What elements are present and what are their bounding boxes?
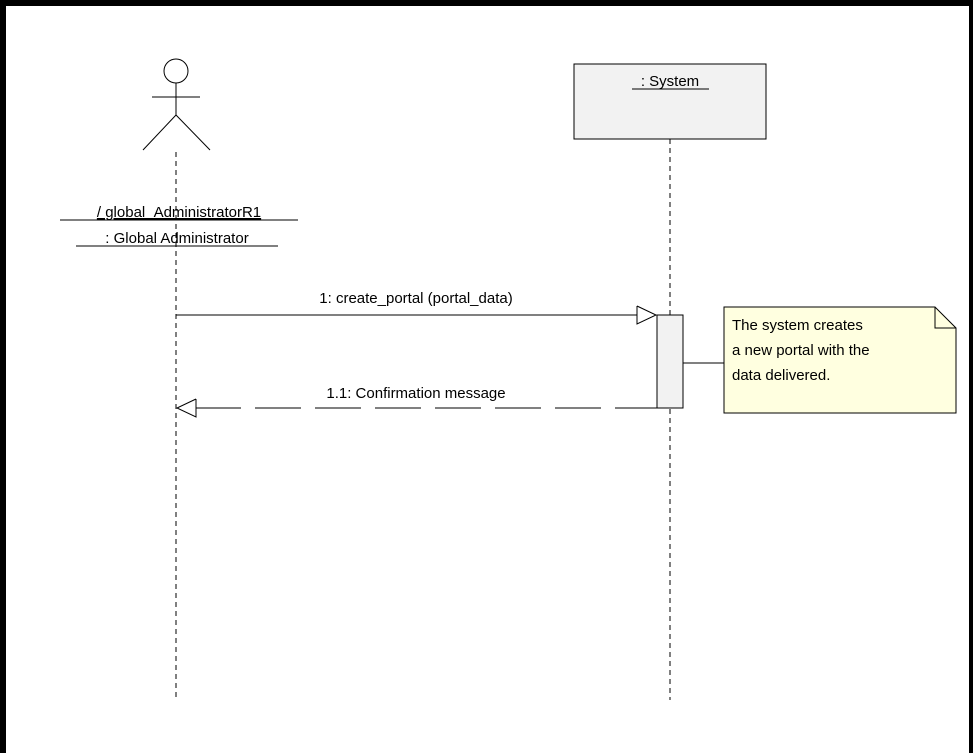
system-object-box [573,63,767,140]
note-line-3: data delivered. [732,367,830,384]
system-object-name: : System [641,73,699,90]
message-2-arrowhead [175,398,197,418]
message-1-label: 1: create_portal (portal_data) [319,290,512,307]
actor-role-name: / global_AdministratorR1 [97,204,261,221]
message-1-arrowhead [636,305,658,325]
activation-bar [656,314,684,409]
note-shape [723,306,957,414]
note-line-1: The system creates [732,317,863,334]
actor-class-name: : Global Administrator [105,230,248,247]
actor-figure-icon [142,58,211,151]
message-2-label: 1.1: Confirmation message [326,385,505,402]
note-line-2: a new portal with the [732,342,870,359]
